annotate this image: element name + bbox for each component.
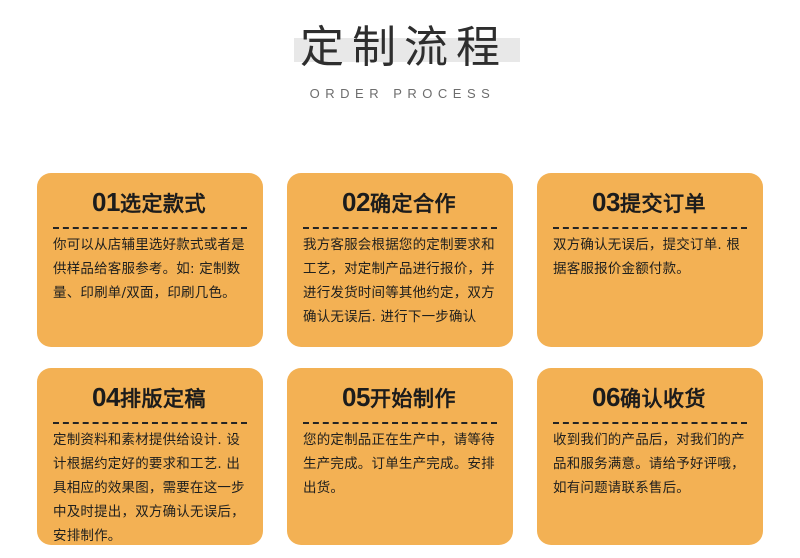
step-divider-04 (53, 422, 247, 424)
step-name-05: 开始制作 (369, 387, 456, 411)
step-number-05: 05 (342, 382, 370, 412)
step-title-03: 03提交订单 (553, 187, 747, 222)
step-name-06: 确认收货 (619, 387, 706, 411)
page-title-wrapper: 定制流程 (0, 22, 800, 74)
step-number-04: 04 (92, 382, 120, 412)
step-title-04: 04排版定稿 (53, 382, 247, 417)
steps-row-bottom: 04排版定稿 定制资料和素材提供给设计. 设计根据约定好的要求和工艺. 出具相应… (37, 368, 763, 545)
step-divider-02 (303, 227, 497, 229)
step-card-04: 04排版定稿 定制资料和素材提供给设计. 设计根据约定好的要求和工艺. 出具相应… (37, 368, 263, 545)
step-number-01: 01 (92, 187, 120, 217)
step-divider-06 (553, 422, 747, 424)
step-divider-03 (553, 227, 747, 229)
step-title-06: 06确认收货 (553, 382, 747, 417)
step-name-03: 提交订单 (619, 192, 706, 216)
step-divider-05 (303, 422, 497, 424)
step-divider-01 (53, 227, 247, 229)
step-title-05: 05开始制作 (303, 382, 497, 417)
step-card-03: 03提交订单 双方确认无误后，提交订单. 根据客服报价金额付款。 (537, 173, 763, 347)
page-subtitle: ORDER PROCESS (309, 86, 496, 101)
step-title-02: 02确定合作 (303, 187, 497, 222)
step-name-01: 选定款式 (119, 192, 206, 216)
step-card-01: 01选定款式 你可以从店辅里选好款式或者是供样品给客服参考。如: 定制数量、印刷… (37, 173, 263, 347)
step-body-04: 定制资料和素材提供给设计. 设计根据约定好的要求和工艺. 出具相应的效果图，需要… (53, 432, 245, 544)
page-title: 定制流程 (300, 22, 508, 73)
title-highlight-band (294, 38, 520, 62)
step-body-02: 我方客服会根据您的定制要求和工艺，对定制产品进行报价，并进行发货时间等其他约定，… (303, 237, 495, 325)
steps-grid: 01选定款式 你可以从店辅里选好款式或者是供样品给客服参考。如: 定制数量、印刷… (37, 173, 763, 545)
step-card-05: 05开始制作 您的定制品正在生产中，请等待生产完成。订单生产完成。安排出货。 (287, 368, 513, 545)
step-body-03: 双方确认无误后，提交订单. 根据客服报价金额付款。 (553, 237, 741, 277)
step-body-06: 收到我们的产品后，对我们的产品和服务满意。请给予好评哦，如有问题请联系售后。 (553, 432, 745, 496)
step-card-02: 02确定合作 我方客服会根据您的定制要求和工艺，对定制产品进行报价，并进行发货时… (287, 173, 513, 347)
step-body-01: 你可以从店辅里选好款式或者是供样品给客服参考。如: 定制数量、印刷单/双面，印刷… (53, 237, 245, 301)
step-card-06: 06确认收货 收到我们的产品后，对我们的产品和服务满意。请给予好评哦，如有问题请… (537, 368, 763, 545)
steps-row-top: 01选定款式 你可以从店辅里选好款式或者是供样品给客服参考。如: 定制数量、印刷… (37, 173, 763, 347)
step-name-04: 排版定稿 (119, 387, 206, 411)
step-name-02: 确定合作 (369, 192, 456, 216)
step-number-03: 03 (592, 187, 620, 217)
step-body-05: 您的定制品正在生产中，请等待生产完成。订单生产完成。安排出货。 (303, 432, 495, 496)
page-header: 定制流程 ORDER PROCESS (0, 0, 800, 150)
step-title-01: 01选定款式 (53, 187, 247, 222)
step-number-06: 06 (592, 382, 620, 412)
step-number-02: 02 (342, 187, 370, 217)
